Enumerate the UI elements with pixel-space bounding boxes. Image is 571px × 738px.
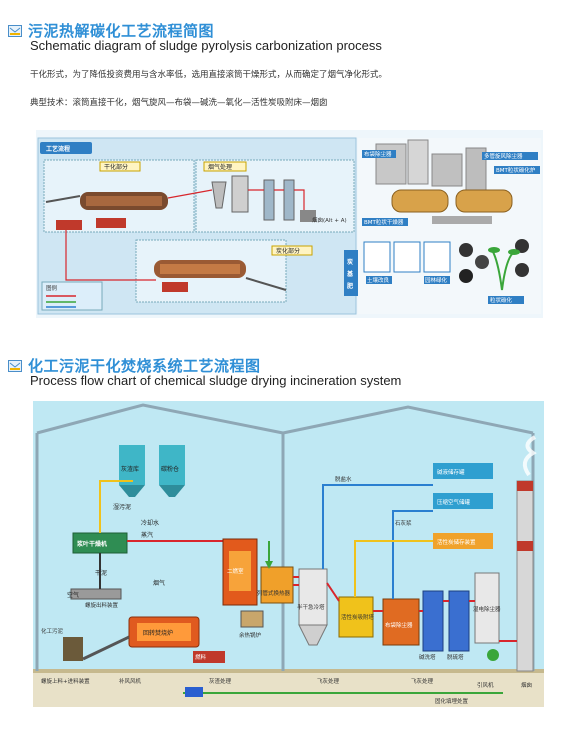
alkali-scrubber: [422, 590, 444, 652]
label-soil: 土壤改良: [367, 276, 390, 284]
chimney: [516, 480, 534, 672]
screw-conveyor-label: 螺旋出料装置: [85, 601, 119, 609]
ash-truck: [185, 687, 203, 697]
tube-heat-exchanger: [260, 566, 294, 604]
dry-mud-label: 干泥: [95, 569, 107, 577]
induced-fan-label: 引风机: [477, 681, 494, 689]
scrubber2-label: 脱硫塔: [447, 653, 464, 661]
chimney-note: 烟囱(Alt + A): [312, 216, 347, 224]
document-icon: [8, 24, 22, 37]
semi-dry-tower-label: 半干急冷塔: [297, 603, 325, 611]
landfill-label: 固化填埋处置: [435, 697, 469, 705]
activated-carbon-label: 活性炭吸附塔: [341, 613, 375, 621]
desulfurization-tower: [448, 590, 470, 652]
ash-treatment-label: 灰渣处理: [209, 677, 232, 685]
semi-dry-quench-tower: [298, 568, 328, 626]
rotary-incinerator-label: 回转焚烧炉: [143, 629, 173, 637]
process-header-tab: [40, 142, 92, 154]
section1-title-en: Schematic diagram of sludge pyrolysis ca…: [30, 38, 382, 53]
sludge-pile: [63, 637, 83, 661]
dryer-burner: [56, 220, 82, 230]
roof-right: [282, 405, 534, 435]
paddle-dryer-label: 浆叶干燥机: [76, 540, 107, 548]
carbon-silo-label: 碳粉仓: [161, 465, 179, 473]
wet-sludge-label: 湿污泥: [113, 503, 131, 511]
pyrolysis-diagram: 工艺流程 干化部分 烟气处理 炭化部分 烟囱(Alt + A): [36, 130, 543, 318]
bag-filter: [231, 175, 249, 213]
waste-heat-boiler-label: 余热锅炉: [239, 631, 262, 639]
render-label-kiln: BMT粒状碳化炉: [496, 166, 536, 174]
desalinated-water-label: 脱盐水: [335, 475, 352, 483]
air-label: 空气: [67, 591, 79, 599]
chimney-label: 烟囱: [521, 681, 532, 689]
ash-silo: [119, 445, 145, 485]
render-label-dryer: BMT粒状干燥器: [364, 218, 404, 226]
dry-section-label: 干化部分: [104, 163, 128, 171]
pyrolysis-diagram-svg: 工艺流程 干化部分 烟气处理 炭化部分 烟囱(Alt + A): [37, 137, 541, 315]
product-tag-char-1: 炭: [347, 258, 353, 266]
product-bag-2: [393, 241, 421, 273]
feed-label: 螺旋上料+进料装置: [41, 677, 90, 685]
steam-label: 蒸汽: [141, 531, 153, 539]
fuel-label: 燃料: [195, 653, 207, 661]
section1-title-zh: 污泥热解碳化工艺流程简图: [28, 22, 215, 40]
section1-paragraph-2: 典型技术：滚筒直接干化，烟气旋风—布袋—碱洗—氧化—活性炭吸附床—烟囱: [30, 98, 328, 108]
blower-label: 补风风机: [119, 677, 142, 685]
carbon-section-label: 炭化部分: [276, 247, 300, 255]
cyclone-separator: [211, 181, 227, 209]
fly-ash2-label: 飞灰处理: [411, 677, 434, 685]
incineration-diagram-svg: 灰渣库 碳粉仓 浆叶干燥机 湿污泥 冷却水 干泥 螺旋出料装置 烟气 蒸汽 回转…: [33, 401, 544, 707]
induced-fan: [487, 649, 499, 661]
wet-esp: [474, 572, 500, 644]
air-tank: [433, 493, 493, 509]
render-dryer: [391, 189, 449, 213]
carbon-silo: [159, 445, 185, 485]
flue-gas-label: 烟气: [153, 579, 165, 587]
product-bag-3: [423, 241, 451, 273]
scrubber1-label: 碱洗塔: [419, 653, 436, 661]
tank3-label: 活性炭储存装置: [437, 538, 476, 546]
gas-section-label: 烟气处理: [208, 163, 232, 171]
render-label-cyclone: 多管旋风除尘器: [484, 152, 523, 160]
wet-esp-label: 湿电除尘器: [473, 605, 501, 613]
product-bag-1: [363, 241, 391, 273]
fly-ash1-label: 飞灰处理: [317, 677, 340, 685]
secondary-chamber-label: 二燃室: [227, 567, 244, 575]
process-header-label: 工艺流程: [46, 145, 70, 153]
cooling-water-label: 冷却水: [141, 519, 159, 527]
product-tag-char-3: 肥: [347, 282, 353, 290]
tube-heater-label: 列管式换热器: [257, 589, 291, 597]
scrubber-tower: [263, 179, 275, 221]
legend-title: 图例: [46, 284, 58, 292]
raw-sludge-label: 化工污泥: [41, 627, 64, 635]
product-tag-char-2: 基: [346, 270, 354, 278]
section1-heading: 污泥热解碳化工艺流程简图: [8, 20, 214, 41]
screw-conveyor: [70, 588, 122, 600]
alkali-tank: [433, 463, 493, 479]
section2-title-zh: 化工污泥干化焚烧系统工艺流程图: [28, 357, 261, 375]
carbon-storage: [433, 533, 493, 549]
section2-heading: 化工污泥干化焚烧系统工艺流程图: [8, 355, 261, 376]
document-icon: [8, 359, 22, 372]
render-label-bag-filter: 布袋除尘器: [364, 150, 392, 158]
bag-filter-label: 布袋除尘器: [385, 621, 413, 629]
lime-label: 石灰浆: [395, 519, 412, 527]
section2-title-en: Process flow chart of chemical sludge dr…: [30, 373, 402, 388]
tank1-label: 碱液储存罐: [437, 468, 465, 476]
product-tag: [344, 250, 358, 296]
render-kiln: [455, 189, 513, 213]
label-greening: 园林绿化: [425, 276, 448, 284]
label-pellet: 粒状碳化: [490, 296, 513, 304]
ash-silo-label: 灰渣库: [121, 465, 139, 473]
tank2-label: 压缩空气储罐: [437, 498, 471, 506]
roof-left: [36, 403, 284, 435]
bag-filter-house: [382, 598, 420, 646]
section1-paragraph-1: 干化形式，为了降低投资费用与含水率低，选用直接滚筒干燥形式，从而确定了烟气净化形…: [30, 70, 388, 80]
incineration-diagram: 灰渣库 碳粉仓 浆叶干燥机 湿污泥 冷却水 干泥 螺旋出料装置 烟气 蒸汽 回转…: [33, 401, 544, 707]
